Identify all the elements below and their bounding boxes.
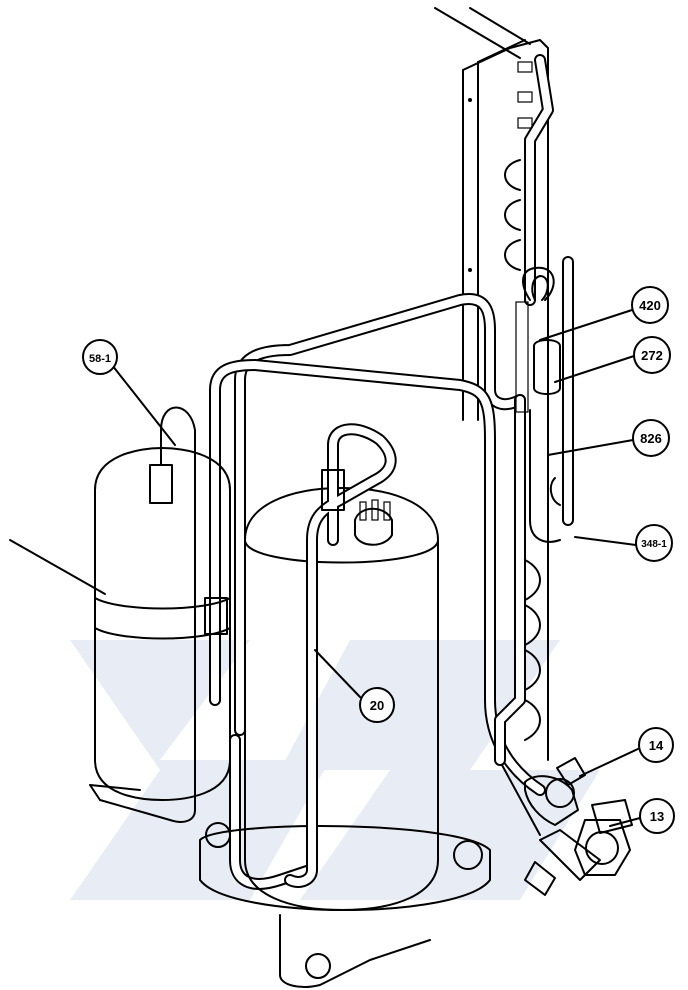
callout-348-1: 348-1 (635, 524, 673, 562)
svg-text:348-1: 348-1 (641, 539, 667, 550)
svg-text:420: 420 (639, 298, 661, 313)
coil-hairpins (504, 61, 541, 741)
svg-text:272: 272 (641, 348, 663, 363)
callout-272: 272 (633, 336, 671, 374)
svg-text:826: 826 (640, 431, 662, 446)
callout-20: 20 (359, 687, 395, 723)
callout-826: 826 (632, 419, 670, 457)
callout-14: 14 (638, 727, 674, 763)
svg-text:14: 14 (649, 738, 664, 753)
rotary-compressor (199, 423, 491, 988)
callout-420: 420 (631, 286, 669, 324)
coil-pipe (524, 54, 574, 526)
svg-text:20: 20 (370, 698, 384, 713)
svg-text:58-1: 58-1 (89, 353, 111, 365)
refrigerant-piping (209, 293, 546, 890)
svg-text:13: 13 (650, 809, 664, 824)
callout-13: 13 (639, 798, 675, 834)
leader-lines (9, 309, 641, 827)
condenser-coil-frame (434, 7, 549, 761)
valve-components (515, 266, 561, 543)
callout-58-1: 58-1 (82, 339, 118, 375)
accumulator-tank (89, 406, 231, 823)
service-valves (501, 757, 633, 896)
